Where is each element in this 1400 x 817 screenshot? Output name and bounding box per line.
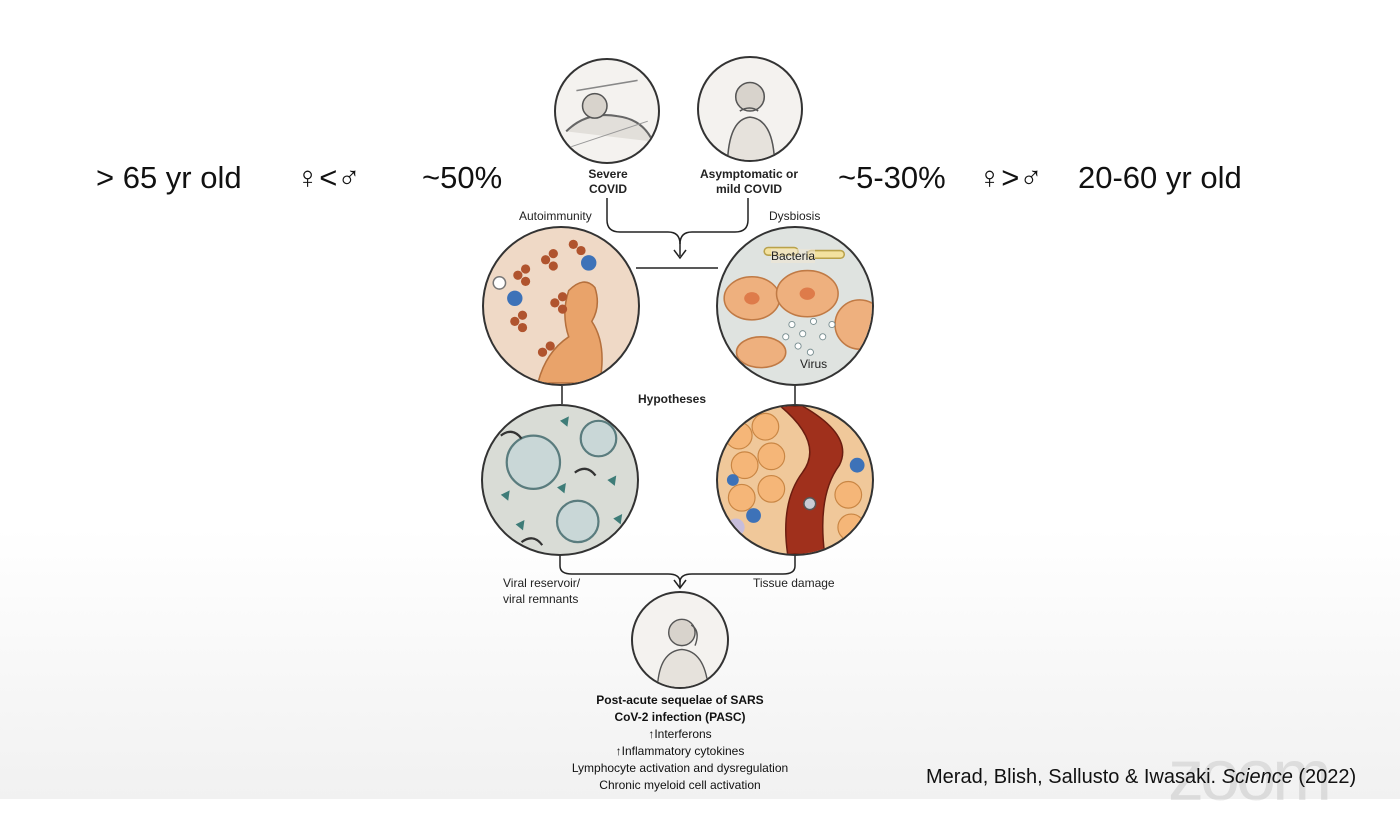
sex-ratio-right-label: ♀>♂: [978, 160, 1043, 195]
citation: Merad, Blish, Sallusto & Iwasaki. Scienc…: [926, 766, 1356, 789]
bacteria-label: Bacteria: [771, 249, 816, 263]
sex-ratio-left-label: ♀<♂: [296, 160, 361, 195]
pasc-cytokines: ↑Inflammatory cytokines: [615, 744, 745, 758]
dysbiosis-label: Dysbiosis: [769, 209, 821, 223]
diagram-connectors: [559, 198, 796, 590]
age-over-65-label: > 65 yr old: [96, 160, 242, 195]
hypotheses-title: Hypotheses: [638, 392, 707, 406]
severe-percent-label: ~50%: [422, 160, 503, 195]
pasc-illustration: [631, 591, 729, 689]
viral-reservoir-illustration: [481, 404, 639, 556]
tissue-damage-label: Tissue damage: [753, 576, 835, 590]
severe-covid-label: Severe COVID: [588, 167, 628, 196]
tissue-damage-illustration: [716, 404, 874, 556]
mild-covid-illustration: [697, 56, 803, 162]
mild-percent-label: ~5-30%: [838, 160, 946, 195]
mild-covid-label: Asymptomatic or mild COVID: [699, 167, 799, 196]
severe-covid-illustration: [554, 58, 660, 164]
age-20-60-label: 20-60 yr old: [1078, 160, 1242, 195]
autoimmunity-label: Autoimmunity: [519, 209, 592, 223]
virus-label: Virus: [800, 357, 828, 371]
citation-year: (2022): [1292, 766, 1357, 788]
pasc-myeloid: Chronic myeloid cell activation: [599, 778, 761, 792]
citation-journal: Science: [1221, 766, 1293, 788]
dysbiosis-illustration: [716, 226, 874, 386]
pasc-lymphocyte: Lymphocyte activation and dysregulation: [571, 761, 789, 775]
citation-authors: Merad, Blish, Sallusto & Iwasaki.: [926, 766, 1222, 788]
pasc-title: Post-acute sequelae of SARS CoV-2 infect…: [596, 693, 764, 724]
viral-reservoir-label: Viral reservoir/ viral remnants: [503, 576, 581, 606]
pasc-summary: Post-acute sequelae of SARS CoV-2 infect…: [530, 692, 830, 794]
pasc-interferons: ↑Interferons: [648, 727, 712, 741]
autoimmunity-illustration: [482, 226, 640, 386]
